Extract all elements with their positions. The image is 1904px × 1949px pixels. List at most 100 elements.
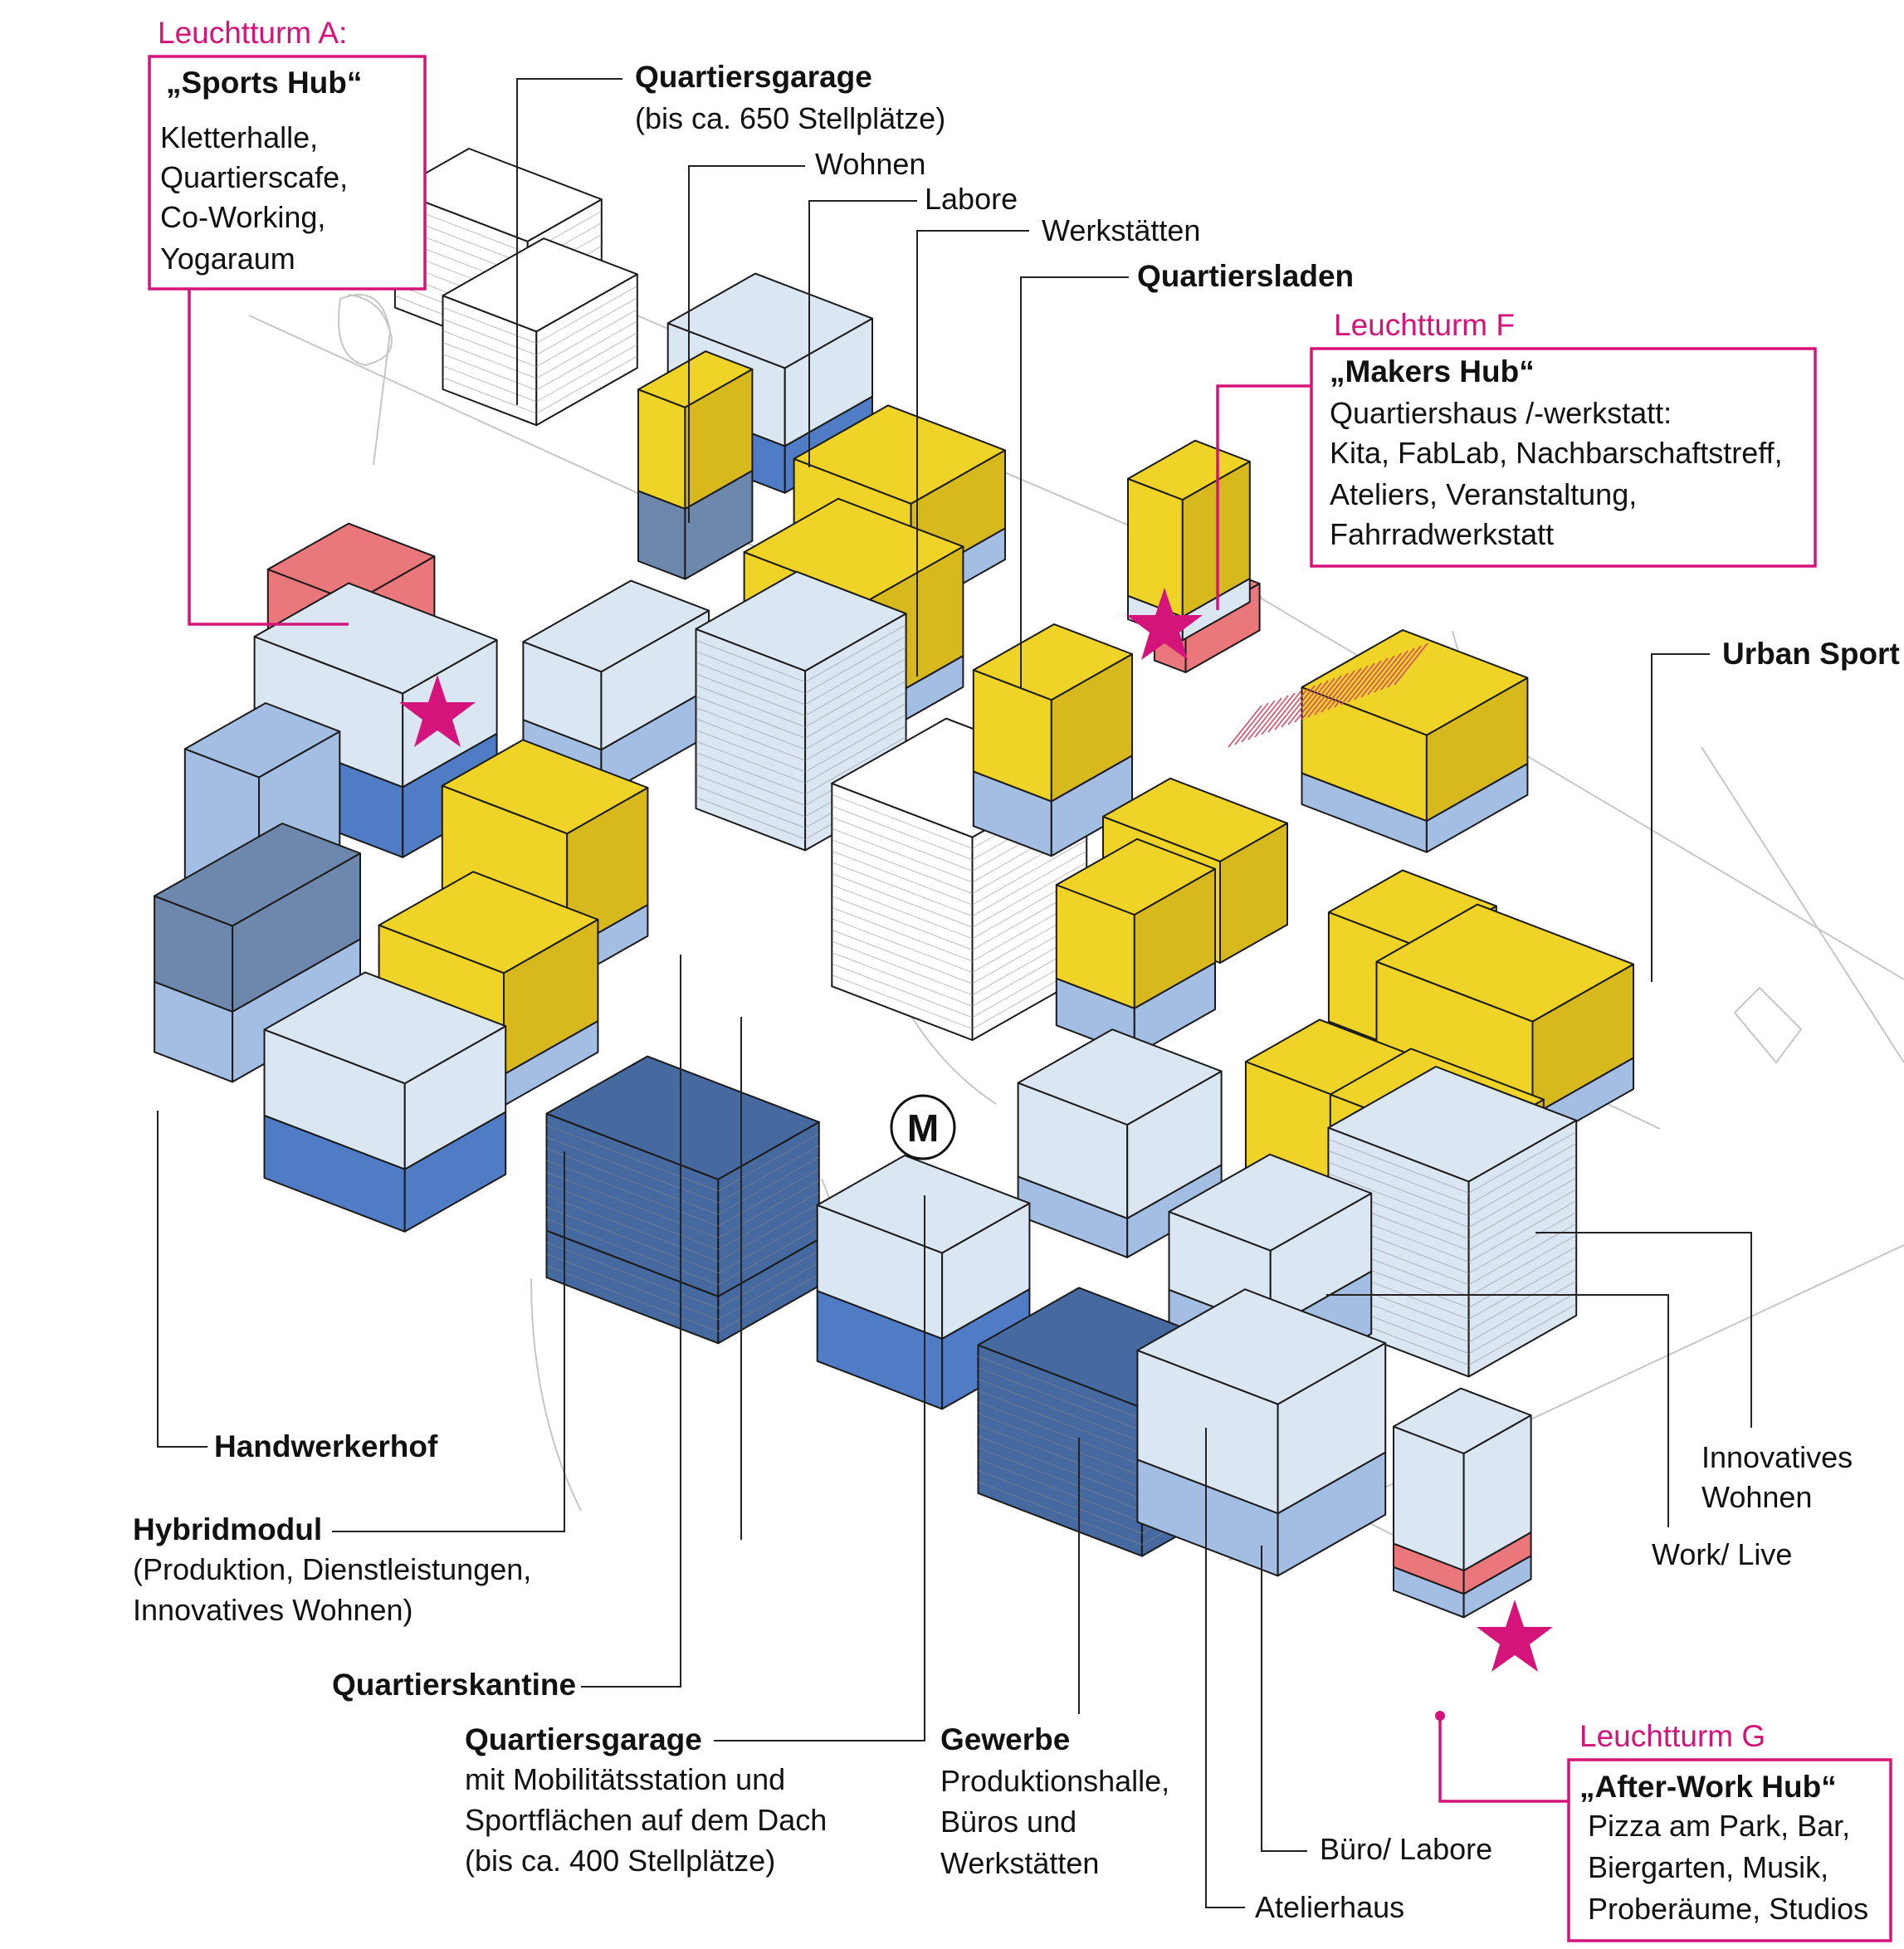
leuchtturm-a-callout: Leuchtturm A: „Sports Hub“ Kletterhalle,… <box>148 16 427 291</box>
hatch-line <box>1340 662 1375 706</box>
label-gewerbe-line: Büros und <box>940 1805 1076 1839</box>
floor-line <box>696 729 806 773</box>
metro-letter: M <box>907 1106 939 1150</box>
floor-line <box>546 1148 719 1215</box>
floor-line <box>832 817 973 872</box>
floor-line <box>718 1273 820 1332</box>
floor-line <box>696 740 806 784</box>
leuchtturm-a-line: Co-Working, <box>160 200 325 234</box>
hatch-line <box>1241 700 1276 743</box>
floor-line <box>1468 1292 1577 1355</box>
floor-line <box>1468 1234 1577 1297</box>
floor-line <box>832 850 973 906</box>
label-quartiersgarage-top-sub: (bis ca. 650 Stellplätze) <box>635 101 945 135</box>
floor-line <box>978 1356 1143 1420</box>
star-icon <box>1126 588 1203 660</box>
floor-line <box>1468 1177 1577 1239</box>
floor-line <box>696 751 806 795</box>
yellow-north-1-face <box>637 388 686 510</box>
floor-line <box>1468 1280 1577 1343</box>
floor-line <box>1468 1211 1577 1274</box>
hatch-line <box>1228 705 1262 748</box>
label-hybridmodul: Hybridmodul <box>133 1512 322 1546</box>
floor-line <box>832 794 973 849</box>
hatch-line <box>1387 645 1422 688</box>
floor-line <box>832 974 973 1029</box>
label-innovatives-wohnen: Innovatives <box>1701 1440 1853 1474</box>
makers-hub-face <box>1127 477 1184 618</box>
label-quartiersgarage-top: Quartiersgarage <box>635 60 872 94</box>
label-atelierhaus: Atelierhaus <box>1255 1890 1404 1924</box>
hatched-open-space <box>1228 642 1428 748</box>
floor-line <box>972 851 1087 917</box>
floor-line <box>536 332 638 391</box>
hatch-line <box>1294 680 1329 723</box>
hatch-line <box>1360 655 1395 698</box>
label-innovatives-wohnen: Wohnen <box>1701 1480 1812 1514</box>
floor-line <box>804 624 906 683</box>
floor-line <box>536 286 638 344</box>
floor-line <box>442 330 537 368</box>
floor-line <box>978 1447 1143 1512</box>
office-east-roof <box>1327 1066 1578 1183</box>
hatch-line <box>1274 687 1309 730</box>
floor-line <box>832 929 973 984</box>
buero-east-roof <box>1168 1153 1373 1252</box>
star-icons <box>399 588 1553 1672</box>
innovatives-wohnen-roof <box>1375 903 1634 1023</box>
leuchtturm-a-line: Quartierscafe, <box>160 160 348 194</box>
west-block-roof <box>253 582 498 695</box>
floor-line <box>832 963 973 1018</box>
floor-line <box>804 657 906 716</box>
white-center-roof <box>1017 1028 1223 1126</box>
leuchtturm-f-heading: Leuchtturm F <box>1334 308 1515 342</box>
floor-line <box>442 318 537 356</box>
floor-line <box>546 1253 719 1321</box>
leuchtturm-a-line: Yogaraum <box>160 242 295 276</box>
floor-line <box>832 884 973 940</box>
building-labels: Quartiersgarage (bis ca. 650 Stellplätze… <box>133 60 1900 1924</box>
label-wohnen: Wohnen <box>815 147 925 181</box>
yellow-west-1-roof <box>441 739 649 835</box>
floor-line <box>442 377 537 414</box>
hatch-line <box>1267 690 1302 733</box>
floor-line <box>546 1125 719 1192</box>
floor-line <box>546 1136 719 1204</box>
leuchtturm-a-box <box>148 55 427 291</box>
leuchtturm-g-line: Pizza am Park, Bar, <box>1588 1809 1850 1843</box>
label-work-live: Work/ Live <box>1652 1537 1792 1571</box>
floor-line <box>1328 1150 1469 1205</box>
floor-line <box>696 639 806 683</box>
label-quartiersgarage-bottom-line: (bis ca. 400 Stellplätze) <box>465 1844 775 1878</box>
floor-line <box>718 1215 820 1274</box>
hybridmodul-roof <box>378 871 599 974</box>
label-quartiersgarage-bottom-line: Sportflächen auf dem Dach <box>465 1803 827 1837</box>
hatch-line <box>1254 695 1289 738</box>
yellow-center-3-roof <box>1055 838 1216 916</box>
handwerkerhof-roof <box>154 823 361 927</box>
leuchtturm-a-line: Kletterhalle, <box>160 120 318 154</box>
leuchtturm-g-line: Biergarten, Musik, <box>1588 1850 1828 1884</box>
leuchtturm-g-line: Proberäume, Studios <box>1588 1892 1868 1926</box>
floor-line <box>832 862 973 917</box>
floor-line <box>696 673 806 716</box>
leuchtturm-f-line: Ateliers, Veranstaltung, <box>1330 477 1637 511</box>
floor-line <box>546 1206 719 1274</box>
urban-sport-block-roof <box>1301 629 1529 736</box>
floor-line <box>804 635 906 694</box>
floor-line <box>804 714 906 773</box>
floor-line <box>546 1160 719 1227</box>
floor-line <box>832 906 973 962</box>
floor-line <box>804 647 906 706</box>
floor-line <box>442 342 537 379</box>
label-gewerbe-line: Werkstätten <box>940 1846 1099 1880</box>
floor-line <box>1468 1189 1577 1251</box>
west-hall-roof <box>263 971 507 1085</box>
floor-line <box>718 1168 820 1227</box>
floor-line <box>1468 1223 1577 1286</box>
floor-line <box>696 651 806 694</box>
hatch-line <box>1301 677 1335 720</box>
floor-line <box>546 1265 719 1332</box>
floor-line <box>804 669 906 728</box>
hatch-line <box>1321 670 1355 713</box>
